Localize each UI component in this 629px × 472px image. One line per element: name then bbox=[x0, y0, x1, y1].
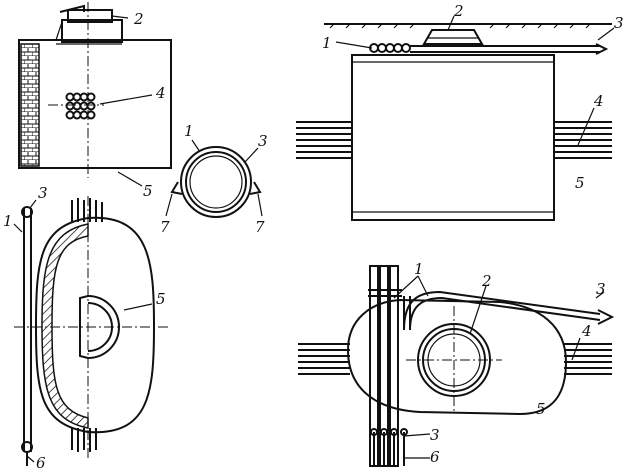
cable-bundle bbox=[65, 92, 96, 120]
view-buried-box: 1 2 3 4 5 bbox=[296, 2, 624, 221]
pipe-top bbox=[369, 43, 609, 55]
label-4: 4 bbox=[581, 322, 592, 340]
cables-left bbox=[296, 121, 352, 159]
label-2: 2 bbox=[481, 272, 492, 290]
vertical-pipes bbox=[368, 265, 408, 467]
label-3-top: 3 bbox=[596, 280, 606, 298]
label-2: 2 bbox=[133, 10, 144, 28]
label-7-left: 7 bbox=[160, 218, 170, 236]
label-6: 6 bbox=[430, 448, 440, 466]
view-sleeve-pipes: 1 2 3 4 5 3 6 bbox=[298, 260, 615, 467]
label-2: 2 bbox=[453, 2, 464, 20]
view-sleeve-side: 1 3 5 6 bbox=[3, 184, 168, 472]
label-5: 5 bbox=[575, 174, 585, 192]
label-6: 6 bbox=[36, 454, 46, 472]
cable-bundle-bottom bbox=[71, 428, 97, 452]
label-3-bottom: 3 bbox=[430, 426, 440, 444]
label-3: 3 bbox=[38, 184, 48, 202]
cables-right bbox=[564, 343, 612, 375]
view-ring-section: 1 3 7 7 bbox=[160, 122, 268, 236]
label-1: 1 bbox=[3, 212, 13, 230]
cable-bundle-top bbox=[71, 198, 103, 222]
label-1: 1 bbox=[414, 260, 424, 278]
label-4: 4 bbox=[155, 84, 166, 102]
label-3: 3 bbox=[258, 132, 268, 150]
label-4: 4 bbox=[593, 92, 604, 110]
label-5: 5 bbox=[156, 290, 166, 308]
label-1: 1 bbox=[184, 122, 194, 140]
view-box-section: 2 4 5 bbox=[18, 2, 172, 200]
label-3: 3 bbox=[614, 14, 624, 32]
label-5: 5 bbox=[536, 400, 546, 418]
label-7-right: 7 bbox=[255, 218, 265, 236]
cables-right bbox=[554, 121, 612, 159]
cables-left bbox=[298, 343, 350, 375]
label-1: 1 bbox=[322, 34, 332, 52]
label-5: 5 bbox=[143, 182, 153, 200]
